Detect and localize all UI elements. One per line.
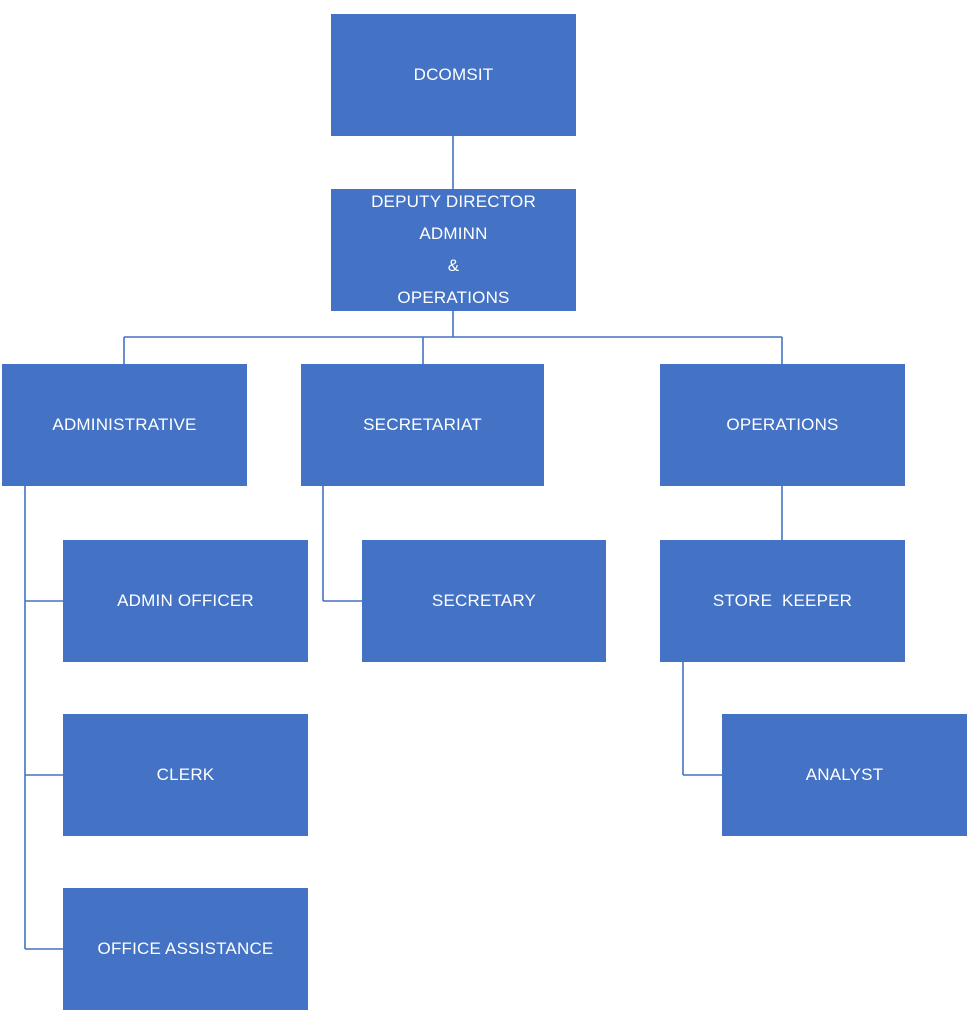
node-office-assistance-label: OFFICE ASSISTANCE bbox=[97, 939, 274, 958]
node-deputy-director-line-4: OPERATIONS bbox=[397, 288, 510, 307]
node-clerk-label: CLERK bbox=[156, 765, 215, 784]
node-store-keeper: STORE KEEPER bbox=[660, 540, 905, 662]
node-secretary-label: SECRETARY bbox=[431, 591, 537, 610]
node-dcomsit: DCOMSIT bbox=[331, 14, 576, 136]
node-deputy-director: DEPUTY DIRECTOR ADMINN & OPERATIONS bbox=[331, 189, 576, 311]
node-operations-label: OPERATIONS bbox=[726, 415, 839, 434]
node-secretary: SECRETARY bbox=[362, 540, 606, 662]
node-operations: OPERATIONS bbox=[660, 364, 905, 486]
node-analyst: ANALYST bbox=[722, 714, 967, 836]
node-analyst-label: ANALYST bbox=[805, 765, 884, 784]
node-administrative-label: ADMINISTRATIVE bbox=[52, 415, 197, 434]
node-administrative: ADMINISTRATIVE bbox=[2, 364, 247, 486]
node-deputy-director-line-3: & bbox=[447, 256, 460, 275]
node-deputy-director-line-2: ADMINN bbox=[419, 224, 488, 243]
node-admin-officer: ADMIN OFFICER bbox=[63, 540, 308, 662]
node-secretariat-label: SECRETARIAT bbox=[363, 415, 482, 434]
node-admin-officer-label: ADMIN OFFICER bbox=[117, 591, 254, 610]
node-clerk: CLERK bbox=[63, 714, 308, 836]
node-deputy-director-line-1: DEPUTY DIRECTOR bbox=[371, 192, 536, 211]
node-secretariat: SECRETARIAT bbox=[301, 364, 544, 486]
node-store-keeper-label: STORE KEEPER bbox=[712, 591, 853, 610]
node-dcomsit-label: DCOMSIT bbox=[413, 65, 494, 84]
node-office-assistance: OFFICE ASSISTANCE bbox=[63, 888, 308, 1010]
